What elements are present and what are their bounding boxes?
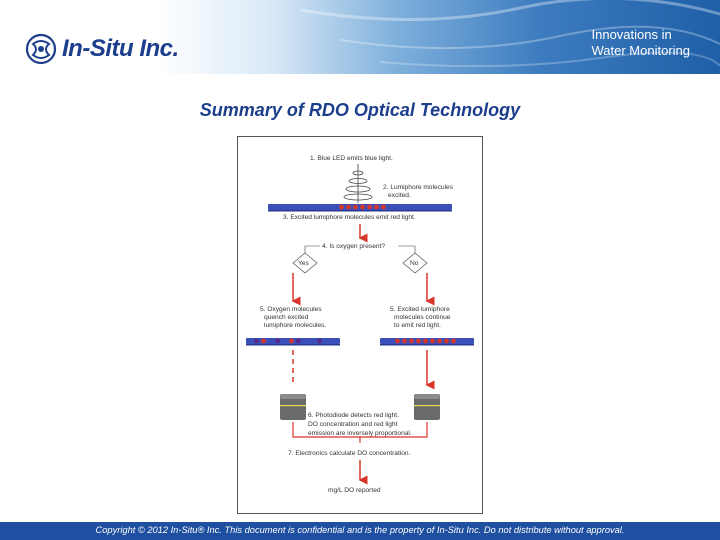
molecule-dot (290, 204, 295, 210)
photodiode-left-icon (280, 394, 306, 420)
molecule-dot (437, 338, 442, 344)
molecule-dot (289, 338, 294, 344)
tagline-line1: Innovations in (591, 27, 672, 42)
molecule-dot (416, 204, 421, 210)
header-banner: In-Situ Inc. Innovations in Water Monito… (0, 0, 720, 74)
molecule-dot (395, 204, 400, 210)
step2-label-line2: excited. (388, 192, 411, 199)
molecule-dot (324, 338, 329, 344)
molecule-dot (310, 338, 315, 344)
no-label: No (410, 260, 419, 267)
molecule-dot (374, 204, 379, 210)
step4-label: 4. Is oxygen present? (322, 243, 385, 250)
step5a-line3: lumiphore molecules. (264, 322, 326, 329)
rdo-diagram: 1. Blue LED emits blue light. 2. Lumipho… (237, 136, 483, 514)
slide-title: Summary of RDO Optical Technology (199, 100, 521, 120)
step7-label: 7. Electronics calculate DO concentratio… (288, 450, 411, 457)
step5b-line3: to emit red light. (394, 322, 441, 329)
molecule-dot (297, 204, 302, 210)
connector-left (292, 422, 361, 443)
molecule-dot (402, 204, 407, 210)
yes-label: Yes (298, 260, 309, 267)
molecule-bar-right (380, 338, 474, 346)
step6-line2: DO concentration and red light (308, 421, 398, 428)
rdo-diagram-svg: 1. Blue LED emits blue light. 2. Lumipho… (246, 155, 474, 494)
molecule-dot (339, 204, 344, 210)
molecule-dot (276, 204, 281, 210)
molecule-dot (416, 338, 421, 344)
step5a-line2: quench excited (264, 314, 309, 321)
no-decision: No (402, 252, 428, 274)
result-label: mg/L DO reported (328, 487, 381, 494)
molecule-dot (346, 204, 351, 210)
molecule-dot (318, 204, 323, 210)
molecule-dot (423, 338, 428, 344)
step6-line1: 6. Photodiode detects red light. (308, 412, 399, 419)
molecule-dot (465, 338, 470, 344)
step2-label-line1: 2. Lumiphore molecules (383, 184, 454, 191)
molecule-dot (282, 338, 287, 344)
molecule-dot (444, 338, 449, 344)
molecule-dot (437, 204, 442, 210)
yes-decision: Yes (292, 252, 318, 274)
logo-globe-icon (25, 33, 57, 65)
molecule-dot (430, 338, 435, 344)
logo-text: In-Situ Inc. (62, 35, 179, 62)
molecule-dot (304, 204, 309, 210)
molecule-dot (353, 204, 358, 210)
molecule-dot (388, 338, 393, 344)
step3-label: 3. Excited lumiphore molecules emit red … (283, 214, 416, 221)
tagline-line2: Water Monitoring (591, 43, 691, 58)
molecule-dot (268, 338, 273, 344)
molecule-dot (458, 338, 463, 344)
molecule-bar-left (246, 338, 340, 346)
molecule-dot (275, 338, 280, 344)
step5b-line2: molecules continue (394, 314, 451, 321)
molecule-dot (423, 204, 428, 210)
step5a-line1: 5. Oxygen molecules (260, 306, 322, 313)
molecule-dot (430, 204, 435, 210)
photodiode-right-icon (414, 394, 440, 420)
molecule-dot (409, 204, 414, 210)
footer-bar: Copyright © 2012 In-Situ® Inc. This docu… (0, 522, 720, 540)
molecule-dot (381, 204, 386, 210)
molecule-dot (317, 338, 322, 344)
molecule-dot (296, 338, 301, 344)
molecule-dot (311, 204, 316, 210)
step6-line3: emission are inversely proportional. (308, 430, 412, 437)
molecule-dot (395, 338, 400, 344)
company-logo: In-Situ Inc. (24, 32, 179, 66)
molecule-bar-top (268, 204, 452, 212)
molecule-dot (409, 338, 414, 344)
step1-label: 1. Blue LED emits blue light. (310, 155, 393, 162)
step5b-line1: 5. Excited lumiphore (390, 306, 450, 313)
copyright-text: Copyright © 2012 In-Situ® Inc. This docu… (95, 525, 625, 535)
water-texture (299, 0, 720, 68)
molecule-dot (325, 204, 330, 210)
molecule-dot (360, 204, 365, 210)
molecule-dot (388, 204, 393, 210)
light-spiral-icon (343, 164, 373, 203)
molecule-dot (261, 338, 266, 344)
molecule-dot (332, 204, 337, 210)
molecule-dot (444, 204, 449, 210)
molecule-dot (331, 338, 336, 344)
molecule-dot (381, 338, 386, 344)
tagline: Innovations in Water Monitoring (592, 27, 691, 59)
molecule-dot (269, 204, 274, 210)
molecule-dot (247, 338, 252, 344)
molecule-dot (283, 204, 288, 210)
molecule-dot (402, 338, 407, 344)
molecule-dot (451, 338, 456, 344)
connector-right (360, 422, 428, 438)
molecule-dot (254, 338, 259, 344)
molecule-dot (303, 338, 308, 344)
molecule-dot (367, 204, 372, 210)
